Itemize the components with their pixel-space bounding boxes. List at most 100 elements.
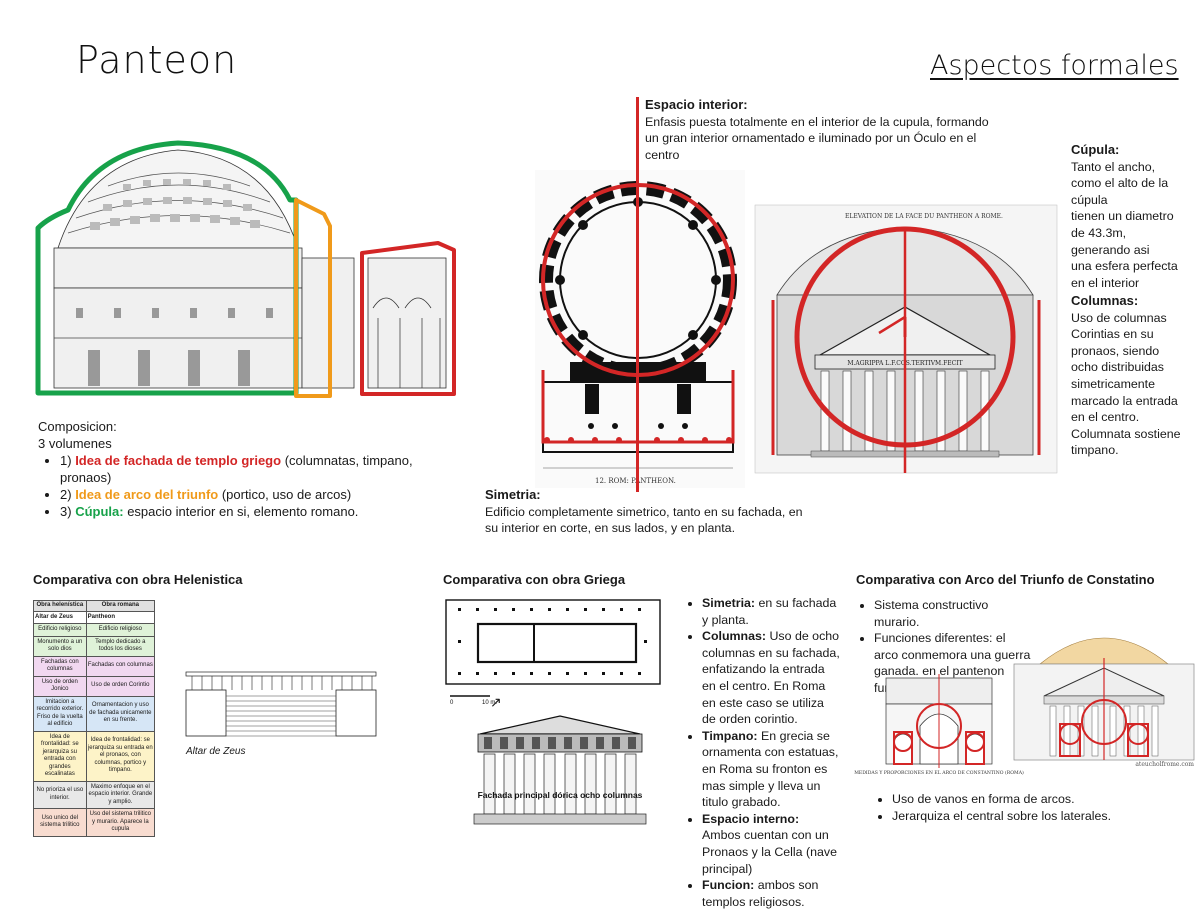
- constantine-arch-drawing: MEDIDAS Y PROPORCIONES EN EL ARCO DE CON…: [854, 674, 1024, 776]
- page-title: Panteon: [76, 38, 238, 82]
- pantheon-plan-drawing: 12. ROM: PANTHEON.: [535, 170, 745, 488]
- dome-line: de 43.3m,: [1071, 225, 1127, 240]
- greek-item: Funcion: ambos son templos religiosos.: [702, 877, 840, 910]
- plan-caption: 12. ROM: PANTHEON.: [595, 477, 676, 485]
- dome-line: en el interior: [1071, 275, 1140, 290]
- item-rest: espacio interior en si, elemento romano.: [123, 504, 359, 519]
- table-row: No prioriza el uso interior.Maximo enfoq…: [33, 780, 156, 809]
- dome-block: Cúpula: Tanto el ancho, como el alto de …: [1071, 142, 1196, 291]
- table-cell: Fachadas con columnas: [85, 655, 156, 677]
- item-rest: (portico, uso de arcos): [218, 487, 352, 502]
- arch-list-bottom-block: Uso de vanos en forma de arcos. Jerarqui…: [870, 791, 1190, 824]
- table-cell: Uso unico del sistema trilitico: [33, 808, 87, 837]
- greek-item: Timpano: En grecia se ornamenta con esta…: [702, 728, 840, 811]
- greek-item-key: Columnas:: [702, 629, 767, 644]
- item-num: 1): [60, 453, 72, 468]
- columns-heading: Columnas:: [1071, 293, 1139, 308]
- table-cell: Edificio religioso: [33, 623, 87, 637]
- altar-caption: Altar de Zeus: [186, 746, 246, 757]
- greek-list-block: Simetria: en su fachada y planta. Column…: [680, 595, 840, 910]
- table-cell: Uso del sistema trilitico y murario. Apa…: [85, 808, 156, 837]
- greek-title: Comparativa con obra Griega: [443, 572, 626, 587]
- columns-line: Corintias en su: [1071, 327, 1154, 342]
- dome-line: Tanto el ancho,: [1071, 159, 1156, 174]
- table-cell: Imitacion a recorrido exterior. Friso de…: [33, 695, 87, 732]
- scale-zero: 0: [450, 700, 454, 706]
- greek-item-key: Timpano:: [702, 728, 758, 743]
- side-drum: [53, 247, 303, 389]
- arch-item: Uso de vanos en forma de arcos.: [892, 791, 1190, 808]
- greek-item-key: Espacio interno:: [702, 811, 800, 826]
- arch-drawing-caption: MEDIDAS Y PROPORCIONES EN EL ARCO DE CON…: [854, 769, 1024, 776]
- dome-line: cúpula: [1071, 192, 1108, 207]
- item-num: 2): [60, 487, 72, 502]
- dome-heading: Cúpula:: [1071, 142, 1120, 157]
- table-cell: Altar de Zeus: [33, 610, 87, 624]
- side-dome: [57, 149, 299, 249]
- columns-line: en el centro.: [1071, 410, 1140, 425]
- interior-block: Espacio interior: Enfasis puesta totalme…: [645, 97, 1005, 163]
- table-cell: Ornamentacion y uso de fachada unicament…: [85, 695, 156, 732]
- arch-title: Comparativa con Arco del Triunfo de Cons…: [856, 572, 1155, 587]
- composition-label: Composicion:: [38, 419, 117, 434]
- volume-arch-outline: [294, 198, 332, 398]
- pantheon-elevation-drawing: ELEVATION DE LA FACE DU PANTHEON A ROME.…: [754, 204, 1058, 474]
- columns-line: Columnata sostiene: [1071, 426, 1181, 441]
- page-subtitle: Aspectos formales: [930, 50, 1179, 81]
- item-highlight: Idea de arco del triunfo: [75, 487, 219, 502]
- dome-line: como el alto de la: [1071, 176, 1169, 191]
- altar-of-zeus-drawing: [185, 671, 377, 737]
- greek-list: Simetria: en su fachada y planta. Column…: [680, 595, 840, 910]
- helenistic-title: Comparativa con obra Helenistica: [33, 572, 243, 587]
- greek-facade-caption: Fachada principal dórica ocho columnas: [478, 790, 643, 800]
- table-cell: Uso de orden Jonico: [33, 675, 87, 697]
- north-arrow-icon: ↗: [490, 694, 502, 710]
- composition-item: 1) Idea de fachada de templo griego (col…: [60, 452, 458, 486]
- comparison-table: Obra helenística Obra romana Altar de Ze…: [33, 600, 156, 837]
- greek-temple-plan: 0 10 m.: [445, 599, 661, 706]
- elevation-caption: ELEVATION DE LA FACE DU PANTHEON A ROME.: [845, 213, 1003, 220]
- columns-line: marcado la entrada: [1071, 393, 1178, 408]
- table-cell: No prioriza el uso interior.: [33, 780, 87, 809]
- columns-block: Columnas: Uso de columnas Corintias en s…: [1071, 293, 1196, 459]
- pantheon-facade-drawing: ateucholfrome.com: [1013, 637, 1195, 768]
- greek-item-key: Simetria:: [702, 596, 756, 610]
- symmetry-axis: [636, 97, 639, 492]
- composition-item: 2) Idea de arco del triunfo (portico, us…: [60, 486, 458, 503]
- greek-item-key: Funcion:: [702, 878, 755, 893]
- greek-item-value: en su fachada y planta.: [702, 596, 837, 627]
- interior-text: Enfasis puesta totalmente en el interior…: [645, 114, 989, 162]
- table-cell: Pantheon: [85, 610, 156, 624]
- dome-line: generando asi: [1071, 242, 1150, 257]
- greek-item-value: Ambos cuentan con un Pronaos y la Cella …: [702, 828, 837, 876]
- composition-item: 3) Cúpula: espacio interior en si, eleme…: [60, 503, 458, 520]
- table-row: Imitacion a recorrido exterior. Friso de…: [33, 695, 156, 732]
- scale-ten: 10 m.: [482, 700, 497, 706]
- item-highlight: Cúpula:: [75, 504, 124, 519]
- table-cell: Templo dedicado a todos los dioses: [85, 635, 156, 657]
- columns-line: timpano.: [1071, 443, 1119, 458]
- columns-line: ocho distribuidas: [1071, 360, 1164, 375]
- table-header: Obra helenística: [33, 600, 87, 612]
- arch-list-bottom: Uso de vanos en forma de arcos. Jerarqui…: [870, 791, 1190, 824]
- side-pronaos: [301, 257, 447, 389]
- arch-item: Jerarquiza el central sobre los laterale…: [892, 808, 1190, 825]
- arch-item: Sistema constructivo murario.: [874, 597, 1032, 630]
- dome-line: una esfera perfecta: [1071, 259, 1178, 274]
- table-cell: Edificio religioso: [85, 623, 156, 637]
- table-cell: Monumento a un solo dios: [33, 635, 87, 657]
- greek-temple-facade: Fachada principal dórica ocho columnas: [473, 715, 647, 825]
- table-header-row: Obra helenística Obra romana: [33, 600, 156, 612]
- columns-line: Uso de columnas: [1071, 310, 1167, 325]
- table-header: Obra romana: [85, 600, 156, 612]
- interior-heading: Espacio interior:: [645, 97, 748, 112]
- site-credit: ateucholfrome.com: [1135, 761, 1194, 768]
- table-cell: Idea de frontalidad: se jerarquiza su en…: [85, 730, 156, 782]
